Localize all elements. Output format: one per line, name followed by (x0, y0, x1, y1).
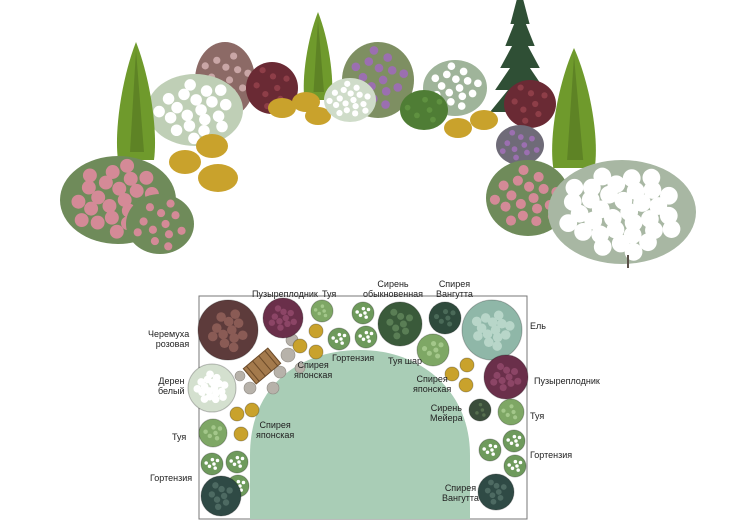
scene-yellow-7 (196, 134, 228, 158)
plant-meyera (468, 398, 492, 422)
scene-yellow-1 (268, 98, 296, 118)
path-stone (273, 365, 287, 379)
garden-bench (242, 347, 282, 385)
path-stone (280, 347, 296, 363)
label-tuya-right: Туя (530, 411, 545, 421)
label-tuya-shar: Туя шар (388, 356, 422, 366)
plant-spireya-jap-l2 (244, 402, 260, 418)
path-stone (266, 381, 280, 395)
label-spireya-yaponskaya-center: Спирея японская (294, 360, 333, 380)
plant-spireya-vangutta-bottom (477, 473, 515, 511)
plant-gortenziya-c1 (327, 327, 351, 351)
scene-thuja-left (116, 42, 156, 160)
plant-deren (187, 363, 237, 413)
plant-spireya-jap-c3 (308, 344, 324, 360)
plant-spireya-jap-c2 (292, 338, 308, 354)
label-spireya-meyera: Сирень Мейера (430, 403, 463, 423)
label-deren: Дерен белый (158, 376, 185, 396)
scene-tuya-ball (400, 90, 448, 130)
scene-barberry-right (504, 80, 556, 128)
label-puzyreplodnik-right: Пузыреплодник (534, 376, 600, 386)
plant-spireya-vangutta-top (428, 301, 462, 335)
label-spireya-vangutta-top: Спирея Вангутта (436, 279, 473, 299)
plant-gortenziya-l1 (200, 452, 224, 476)
plant-spireya-jap-l1 (229, 406, 245, 422)
label-siren: Сирень обыкновенная (363, 279, 424, 299)
plant-gortenziya-c3 (354, 325, 378, 349)
path-stone (243, 381, 257, 395)
scene-thuja-right (552, 48, 596, 168)
plant-gortenziya-l3 (226, 474, 250, 498)
label-cheremukha: Черемуха розовая (148, 329, 190, 349)
path-stone (285, 333, 299, 347)
plant-gortenziya-r1 (478, 438, 502, 462)
label-spireya-yaponskaya-right: Спирея японская (413, 374, 452, 394)
plant-el (461, 299, 523, 361)
label-gortenziya-center: Гортензия (332, 353, 375, 363)
plant-tuya-right (497, 398, 525, 426)
scene-white-bush (324, 78, 376, 122)
plant-puzyreplodnik-right (483, 354, 529, 400)
path-stone (234, 370, 246, 382)
plant-spireya-jap-c1 (308, 323, 324, 339)
label-el: Ель (530, 321, 546, 331)
plant-gortenziya-r3 (503, 454, 527, 478)
scene-yellow-3 (305, 107, 331, 125)
label-spireya-yaponskaya-left: Спирея японская (256, 420, 295, 440)
label-tuya-left: Туя (172, 432, 187, 442)
scene-thuja-top (303, 12, 333, 100)
label-gortenziya-right: Гортензия (530, 450, 573, 460)
plant-tuya-left (198, 418, 228, 448)
plant-spireya-vangutta-left (200, 475, 242, 517)
scene-yellow-5 (470, 110, 498, 130)
plant-cheremukha (197, 299, 259, 361)
label-tuya-top: Туя (322, 289, 337, 299)
scene-yellow-2 (292, 92, 320, 112)
plant-puzyreplodnik-top (262, 297, 304, 339)
plant-tuya-top (310, 299, 334, 323)
plant-spireya-jap-l3 (233, 426, 249, 442)
plant-gortenziya-l2 (225, 450, 249, 474)
scene-hydrangea-left-2 (126, 194, 194, 254)
scene-yellow-8 (198, 164, 238, 192)
scene-spirea-white-left (147, 74, 243, 146)
scene-yellow-6 (169, 150, 201, 174)
plant-spireya-jap-r3 (458, 377, 474, 393)
plant-gortenziya-r2 (502, 429, 526, 453)
scene-lilac-meyer (496, 125, 544, 165)
label-gortenziya-left: Гортензия (150, 473, 193, 483)
plant-gortenziya-c2 (351, 301, 375, 325)
plant-spireya-jap-r1 (459, 357, 475, 373)
garden-perspective-illustration (60, 0, 696, 268)
label-spireya-vangutta-bottom: Спирея Вангутта (442, 483, 479, 503)
scene-yellow-4 (444, 118, 472, 138)
scene-spirea-vangutta (548, 160, 696, 264)
plant-siren (377, 301, 423, 347)
label-puzyreplodnik-top: Пузыреплодник (252, 289, 318, 299)
